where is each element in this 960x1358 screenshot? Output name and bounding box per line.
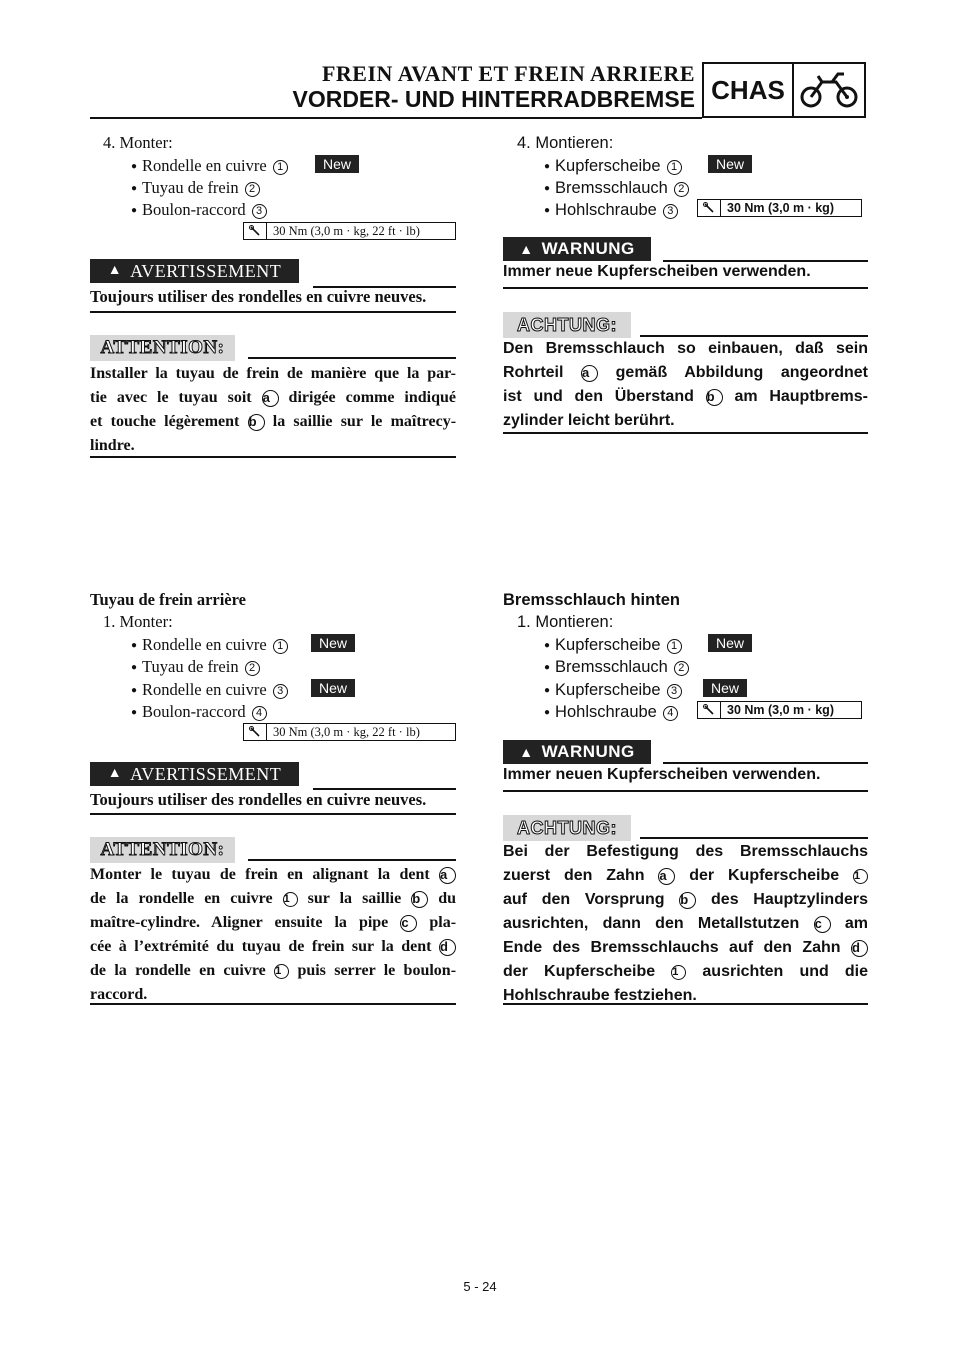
new-badge: New xyxy=(708,155,752,173)
de-rear-attention-text: Bei der Befestigung des Bremsschlauchs z… xyxy=(503,843,869,1004)
new-badge: New xyxy=(311,634,355,652)
warning-triangle-icon: ▲ xyxy=(107,766,123,781)
rule xyxy=(640,837,868,839)
warning-triangle-icon: ▲ xyxy=(519,241,534,257)
torque-spec: 30 Nm (3,0 m · kg) xyxy=(697,199,862,217)
section-tab: CHAS xyxy=(702,62,866,118)
warning-title: ▲WARNUNG xyxy=(503,237,651,261)
warning-title: ▲AVERTISSEMENT xyxy=(90,762,299,786)
wrench-icon xyxy=(244,724,267,740)
rule xyxy=(503,790,868,792)
fr-rear-heading: Tuyau de frein arrière xyxy=(90,590,246,609)
header-rule xyxy=(90,117,702,119)
attention-title: ACHTUNG: xyxy=(503,312,631,338)
de-front-step: 4. Montieren: xyxy=(517,134,614,152)
rule xyxy=(663,260,868,262)
fr-front-warning-text: Toujours utiliser des rondelles en cuivr… xyxy=(90,287,427,306)
warning-title: ▲AVERTISSEMENT xyxy=(90,259,299,283)
rule xyxy=(313,788,456,790)
header-title-fr: FREIN AVANT ET FREIN ARRIERE xyxy=(321,61,695,86)
header-title-de: VORDER- UND HINTERRADBREMSE xyxy=(292,86,695,112)
wrench-icon xyxy=(698,200,721,216)
new-badge: New xyxy=(703,679,747,697)
rule xyxy=(90,813,456,815)
de-rear-step: 1. Montieren: xyxy=(517,613,614,631)
rule xyxy=(503,432,868,434)
section-label: CHAS xyxy=(704,64,794,116)
de-front-attention-text: Den Bremsschlauch so einbauen, daß sein … xyxy=(503,340,869,429)
fr-front-attention-text: Installer la tuyau de frein de manière q… xyxy=(90,365,457,454)
fr-front-step: 4. Monter: xyxy=(103,133,173,152)
attention-title: ATTENTION: xyxy=(90,837,235,863)
wrench-icon xyxy=(244,223,267,239)
rule xyxy=(503,287,868,289)
rule xyxy=(248,357,456,359)
fr-rear-warning-text: Toujours utiliser des rondelles en cuivr… xyxy=(90,790,427,809)
torque-spec: 30 Nm (3,0 m · kg, 22 ft · lb) xyxy=(243,723,456,741)
new-badge: New xyxy=(311,679,355,697)
de-rear-warning-text: Immer neuen Kupferscheiben verwenden. xyxy=(503,766,821,783)
torque-spec: 30 Nm (3,0 m · kg, 22 ft · lb) xyxy=(243,222,456,240)
rule xyxy=(248,859,456,861)
wrench-icon xyxy=(698,702,721,718)
torque-spec: 30 Nm (3,0 m · kg) xyxy=(697,701,862,719)
fr-rear-step: 1. Monter: xyxy=(103,612,173,631)
motorcycle-icon xyxy=(794,64,864,116)
warning-title: ▲WARNUNG xyxy=(503,740,651,764)
de-front-warning-text: Immer neue Kupferscheiben verwenden. xyxy=(503,263,811,280)
warning-triangle-icon: ▲ xyxy=(519,744,534,760)
warning-triangle-icon: ▲ xyxy=(107,263,123,278)
fr-rear-attention-text: Monter le tuyau de frein en alignant la … xyxy=(90,866,457,1003)
rule xyxy=(640,335,868,337)
rule xyxy=(90,456,456,458)
de-rear-heading: Bremsschlauch hinten xyxy=(503,591,680,609)
new-badge: New xyxy=(708,634,752,652)
rule xyxy=(90,1003,456,1005)
page-number: 5 - 24 xyxy=(463,1279,497,1294)
rule xyxy=(313,286,456,288)
new-badge: New xyxy=(315,155,359,173)
rule xyxy=(503,1003,868,1005)
rule xyxy=(663,762,868,764)
attention-title: ATTENTION: xyxy=(90,335,235,361)
rule xyxy=(90,311,456,313)
attention-title: ACHTUNG: xyxy=(503,815,631,841)
